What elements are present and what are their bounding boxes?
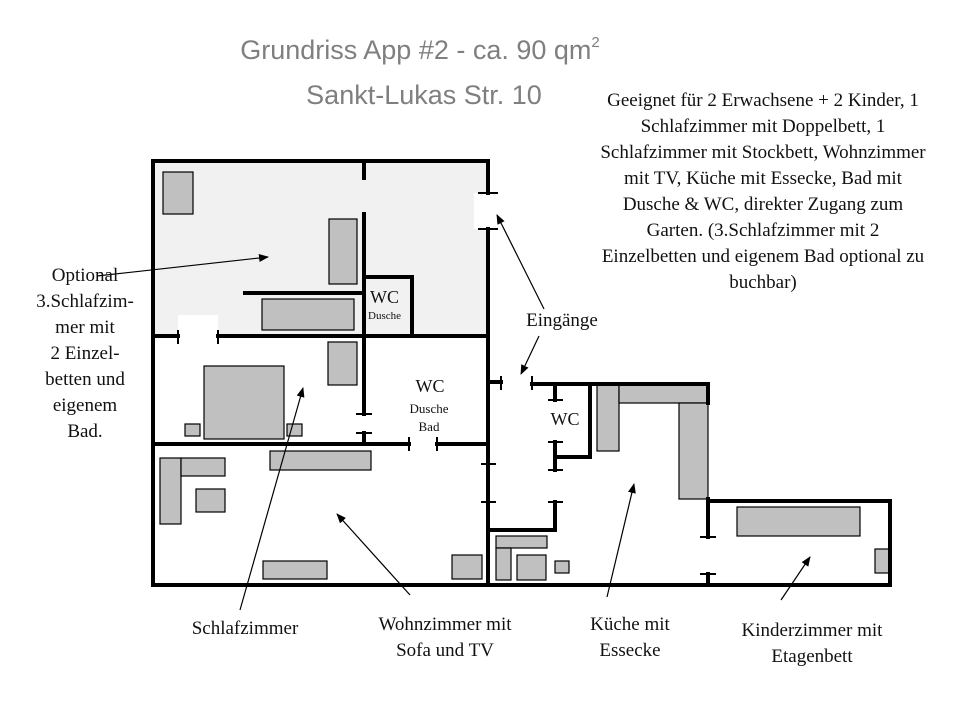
- furniture-shelf: [874, 548, 890, 574]
- furniture-tv-bench: [262, 560, 328, 580]
- callout-line: Wohnzimmer mit: [378, 614, 512, 635]
- callout-line: Kinderzimmer mit: [741, 620, 883, 641]
- callout-arrows: [96, 214, 811, 611]
- entrances-callout: Eingänge: [526, 310, 598, 331]
- arrow-optional-room: [96, 254, 269, 277]
- callout-line: 3.Schlafzim-: [36, 291, 134, 312]
- dusche-bath-label: Dusche: [410, 401, 449, 416]
- kids-room-callout: Kinderzimmer mit Etagenbett: [722, 618, 902, 670]
- wc-upper-label: WC: [370, 287, 399, 307]
- plan-title-text: Grundriss App #2 - ca. 90 qm: [240, 35, 592, 65]
- dusche-upper-label: Dusche: [368, 310, 401, 322]
- apartment-description: Geeignet für 2 Erwachsene + 2 Kinder, 1 …: [600, 90, 926, 293]
- bedroom-callout: Schlafzimmer: [191, 618, 299, 639]
- arrow-kids: [780, 556, 811, 601]
- callout-line: Küche mit: [590, 614, 670, 635]
- callout-line: betten und: [45, 369, 125, 390]
- callout-line: Etagenbett: [771, 646, 853, 667]
- furniture-nightstand: [184, 423, 201, 437]
- arrow-kitchen: [606, 483, 636, 598]
- furniture-table: [195, 488, 226, 513]
- furniture-dining-table: [516, 554, 547, 581]
- door-jambs: [177, 192, 716, 575]
- wc-bath-label: WC: [416, 376, 445, 396]
- area-superscript: 2: [591, 34, 600, 51]
- furniture-bed: [261, 298, 355, 331]
- wc-small-label: WC: [551, 409, 580, 429]
- furniture-stool: [554, 560, 570, 574]
- callout-line: Essecke: [599, 640, 661, 661]
- living-room-callout: Wohnzimmer mit Sofa und TV: [355, 612, 535, 664]
- bad-label: Bad: [419, 419, 440, 434]
- furniture-sideboard: [269, 450, 372, 471]
- furniture-sofa: [159, 457, 182, 525]
- entrance-gap: [474, 193, 496, 229]
- arrow-living: [336, 513, 411, 596]
- callout-line: eigenem: [52, 395, 118, 416]
- furniture-nightstand: [286, 423, 303, 437]
- furniture-double-bed: [203, 365, 285, 440]
- callout-line: 2 Einzel-: [50, 343, 120, 364]
- callout-line: Bad.: [67, 421, 103, 442]
- furniture-kitchen-counter: [596, 384, 620, 452]
- optional-room-callout: Optional 3.Schlafzim- mer mit 2 Einzel- …: [22, 263, 148, 445]
- arrow-entrance-lower: [520, 335, 540, 375]
- furniture-wardrobe: [327, 341, 358, 386]
- address-subtitle: Sankt-Lukas Str. 10: [306, 80, 542, 110]
- furniture-cabinet: [162, 171, 194, 215]
- walls: [151, 159, 892, 587]
- furniture-bunk-bed: [736, 506, 861, 537]
- furniture-bed: [328, 218, 358, 285]
- plan-title: Grundriss App #2 - ca. 90 qm2: [0, 34, 840, 66]
- furniture-sofa: [180, 457, 226, 477]
- furniture-kitchen-counter: [618, 384, 708, 404]
- furniture-group: [159, 171, 890, 581]
- furniture-cabinet: [451, 554, 483, 580]
- furniture-bench: [495, 535, 548, 549]
- arrow-entrance-upper: [496, 214, 545, 310]
- arrow-bedroom: [239, 387, 305, 611]
- furniture-kitchen-counter: [678, 402, 709, 500]
- kitchen-callout: Küche mit Essecke: [560, 612, 700, 664]
- door-gap: [178, 315, 218, 337]
- callout-line: Sofa und TV: [396, 640, 494, 661]
- callout-line: mer mit: [55, 317, 115, 338]
- furniture-bench: [495, 547, 512, 581]
- callout-line: Optional: [51, 265, 119, 286]
